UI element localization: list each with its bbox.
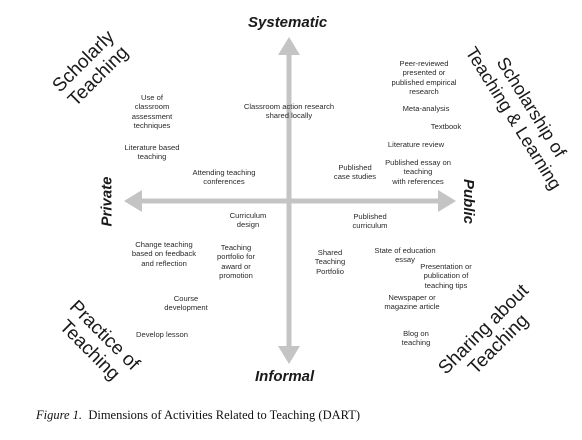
caption-label: Figure 1. — [36, 408, 83, 422]
figure-caption: Figure 1. Dimensions of Activities Relat… — [36, 408, 360, 423]
activity-label: Blog on teaching — [401, 329, 431, 348]
activity-label: Presentation or publication of teaching … — [420, 262, 472, 290]
activity-label: Develop lesson — [136, 330, 188, 339]
activity-label: Newspaper or magazine article — [384, 293, 440, 312]
arrow-left-icon — [124, 190, 142, 212]
arrow-down-icon — [278, 346, 300, 364]
activity-label: Literature review — [387, 140, 445, 149]
activity-label: Literature based teaching — [124, 143, 180, 162]
activity-label: Textbook — [430, 122, 462, 131]
caption-text: Dimensions of Activities Related to Teac… — [88, 408, 361, 422]
activity-label: Use of classroom assessment techniques — [131, 93, 173, 131]
activity-label: Classroom action research shared locally — [243, 102, 335, 121]
activity-label: State of education essay — [374, 246, 436, 265]
activity-label: Published curriculum — [352, 212, 388, 231]
axis-label-systematic: Systematic — [248, 14, 328, 31]
activity-label: Published essay on teaching with referen… — [385, 158, 451, 186]
arrow-up-icon — [278, 37, 300, 55]
axis-label-public: Public — [460, 178, 478, 225]
activity-label: Published case studies — [333, 163, 377, 182]
axis-label-private: Private — [98, 176, 116, 227]
arrow-right-icon — [438, 190, 456, 212]
activity-label: Course development — [164, 294, 208, 313]
activity-label: Meta-analysis — [402, 104, 450, 113]
activity-label: Teaching portfolio for award or promotio… — [217, 243, 255, 281]
activity-label: Shared Teaching Portfolio — [314, 248, 346, 276]
activity-label: Attending teaching conferences — [192, 168, 256, 187]
activity-label: Peer-reviewed presented or published emp… — [391, 59, 457, 97]
activity-label: Curriculum design — [229, 211, 267, 230]
axis-label-informal: Informal — [255, 368, 315, 385]
activity-label: Change teaching based on feedback and re… — [131, 240, 197, 268]
